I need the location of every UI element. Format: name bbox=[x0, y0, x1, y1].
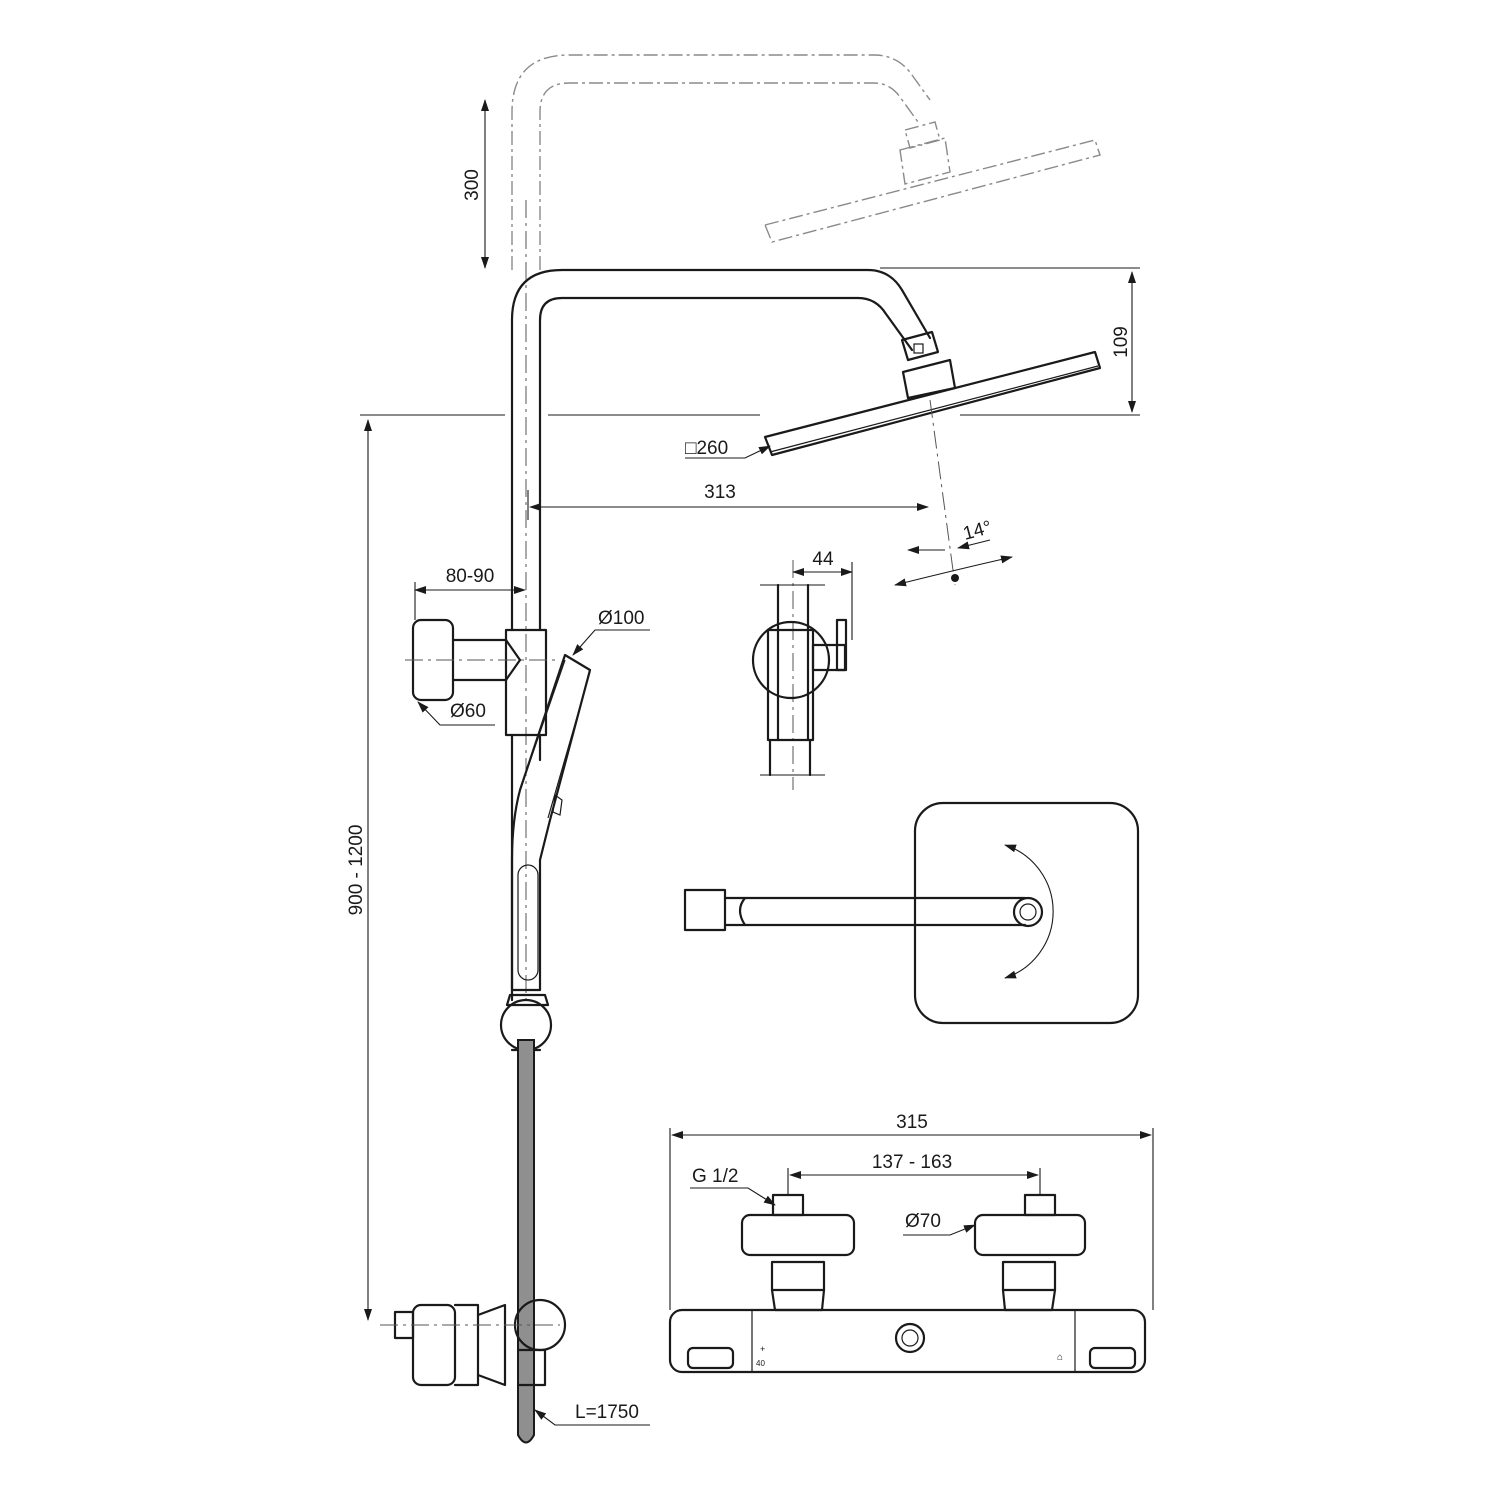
mixer-temp-mark: 40 bbox=[756, 1359, 765, 1368]
riser-rail bbox=[510, 200, 1102, 1000]
dim-hand-shower-dia: Ø100 bbox=[598, 608, 644, 629]
dim-head-size: □260 bbox=[685, 438, 728, 459]
thermostatic-mixer: + 40 ⌂ bbox=[668, 1128, 1154, 1374]
dimension-lines bbox=[360, 99, 1152, 1426]
dimension-texts: 300 109 □260 313 14° 44 80-90 Ø100 Ø60 9… bbox=[346, 169, 1132, 1423]
lower-wall-bracket bbox=[380, 1298, 567, 1387]
dim-hose-length: L=1750 bbox=[575, 1402, 639, 1423]
dim-arm-length: 313 bbox=[704, 482, 736, 503]
dim-bracket-dia: Ø60 bbox=[450, 701, 486, 722]
mixer-plus-mark: + bbox=[760, 1344, 765, 1354]
dim-escutcheon-dia: Ø70 bbox=[905, 1211, 941, 1232]
dim-head-adjust: 300 bbox=[462, 169, 483, 201]
dim-inlet-spacing: 137 - 163 bbox=[872, 1152, 952, 1173]
dim-width-44: 44 bbox=[812, 549, 834, 570]
arm-top-view bbox=[683, 801, 1140, 1025]
dim-height-range: 900 - 1200 bbox=[346, 825, 367, 916]
dim-thread: G 1/2 bbox=[692, 1166, 738, 1187]
dim-mixer-width: 315 bbox=[896, 1112, 928, 1133]
upper-wall-bracket bbox=[405, 618, 560, 702]
shower-icon: ⌂ bbox=[1057, 1352, 1063, 1363]
dim-bracket-offset: 80-90 bbox=[446, 566, 495, 587]
dim-head-height: 109 bbox=[1111, 326, 1132, 358]
raised-position-ghost bbox=[511, 54, 1101, 270]
bracket-side-detail bbox=[751, 560, 848, 790]
